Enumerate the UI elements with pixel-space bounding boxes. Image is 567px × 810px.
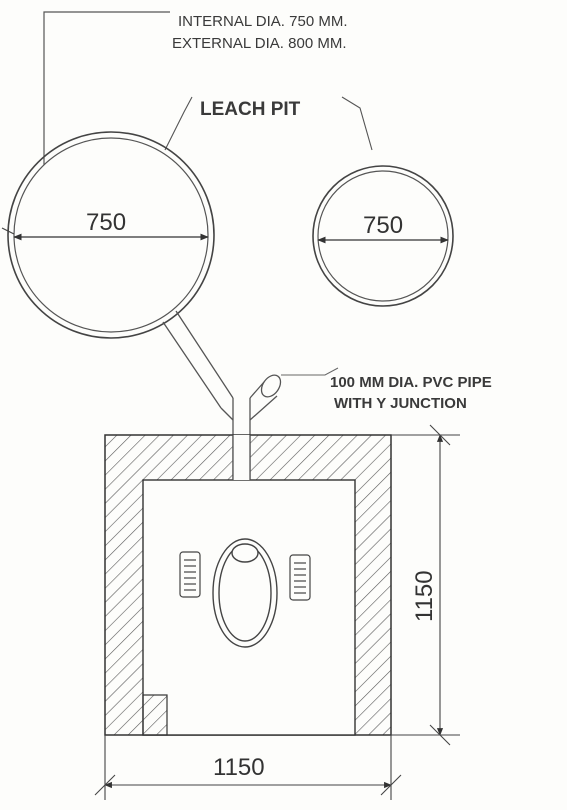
leach-pit-label: LEACH PIT [200,99,301,120]
leach-pit-leader-right [341,96,373,151]
toilet-enclosure [104,434,392,736]
right-footrest [289,554,311,601]
width-dimension-label: 1150 [213,754,265,781]
height-dimension [391,424,460,746]
left-leach-pit [1,131,215,339]
pipe-note-leader [281,367,339,376]
left-pit-dimension: 750 [86,209,126,236]
left-footrest [179,551,201,598]
internal-dia-label: INTERNAL DIA. 750 MM. [178,13,347,30]
right-pit-dimension: 750 [363,212,403,239]
pipe-label-line2: WITH Y JUNCTION [334,395,467,412]
right-leach-pit [312,165,454,307]
height-dimension-label: 1150 [411,570,438,622]
leach-pit-leader-left [164,96,193,151]
external-dia-label: EXTERNAL DIA. 800 MM. [172,35,347,52]
dia-note-leader [43,11,170,165]
toilet-pan [212,538,278,648]
pipe-label-line1: 100 MM DIA. PVC PIPE [330,374,492,391]
width-dimension [94,735,402,800]
